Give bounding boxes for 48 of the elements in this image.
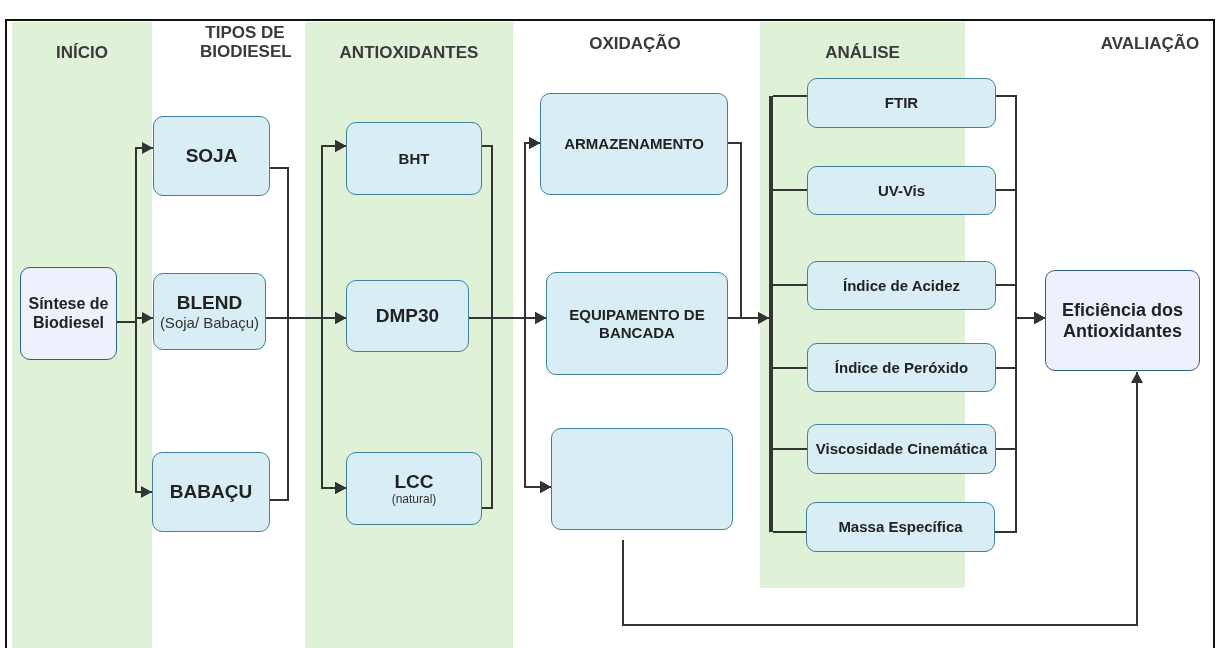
- process-box: [807, 261, 996, 310]
- process-box: [807, 343, 996, 392]
- box-sublabel: (Soja/ Babaçu): [159, 313, 260, 332]
- box-label: DMP30: [375, 305, 440, 327]
- column-heading: TIPOS DE BIODIESEL: [200, 24, 290, 62]
- box-label: UV-Vis: [877, 181, 926, 200]
- bus-bar: [769, 96, 773, 532]
- process-box: [807, 78, 996, 128]
- box-label: EQUIPAMENTO DE BANCADA: [568, 306, 706, 341]
- terminal-box: [1045, 270, 1200, 371]
- process-box: [346, 452, 482, 525]
- process-box: [540, 93, 728, 195]
- box-label: BABAÇU: [169, 481, 253, 503]
- process-box: [807, 424, 996, 474]
- process-box: [807, 166, 996, 215]
- box-label: SOJA: [185, 145, 238, 167]
- process-box: [153, 273, 266, 350]
- arrow: [994, 312, 1046, 533]
- box-label: FTIR: [884, 94, 919, 112]
- process-box: [152, 452, 270, 532]
- box-label: ARMAZENAMENTO: [564, 135, 704, 153]
- arrow: [727, 312, 770, 324]
- box-label: Eficiência dos Antioxidantes: [1060, 299, 1184, 342]
- box-label: Índice de Acidez: [843, 276, 960, 295]
- box-label: Viscosidade Cinemática: [815, 440, 988, 458]
- empty-box: [551, 428, 733, 530]
- box-label: LCC: [394, 470, 434, 493]
- column-heading: AVALIAÇÃO: [1099, 35, 1201, 54]
- process-box: [546, 272, 728, 375]
- box-label: BHT: [398, 149, 430, 168]
- process-box: [346, 122, 482, 195]
- column-band: [12, 22, 152, 648]
- column-heading: ANTIOXIDANTES: [338, 44, 480, 63]
- box-label: Massa Específica: [838, 518, 963, 536]
- terminal-box: [20, 267, 117, 360]
- process-box: [153, 116, 270, 196]
- process-box: [806, 502, 995, 552]
- box-sublabel: (natural): [391, 492, 437, 507]
- column-heading: ANÁLISE: [824, 44, 901, 63]
- arrow: [622, 371, 1143, 626]
- column-band: [305, 22, 513, 648]
- column-heading: OXIDAÇÃO: [588, 35, 682, 54]
- process-box: [346, 280, 469, 352]
- column-heading: INÍCIO: [55, 44, 109, 63]
- box-label: Síntese de Biodiesel: [27, 295, 110, 332]
- box-label: BLEND: [176, 291, 243, 314]
- box-label: Índice de Peróxido: [834, 358, 969, 377]
- arrow: [116, 321, 153, 498]
